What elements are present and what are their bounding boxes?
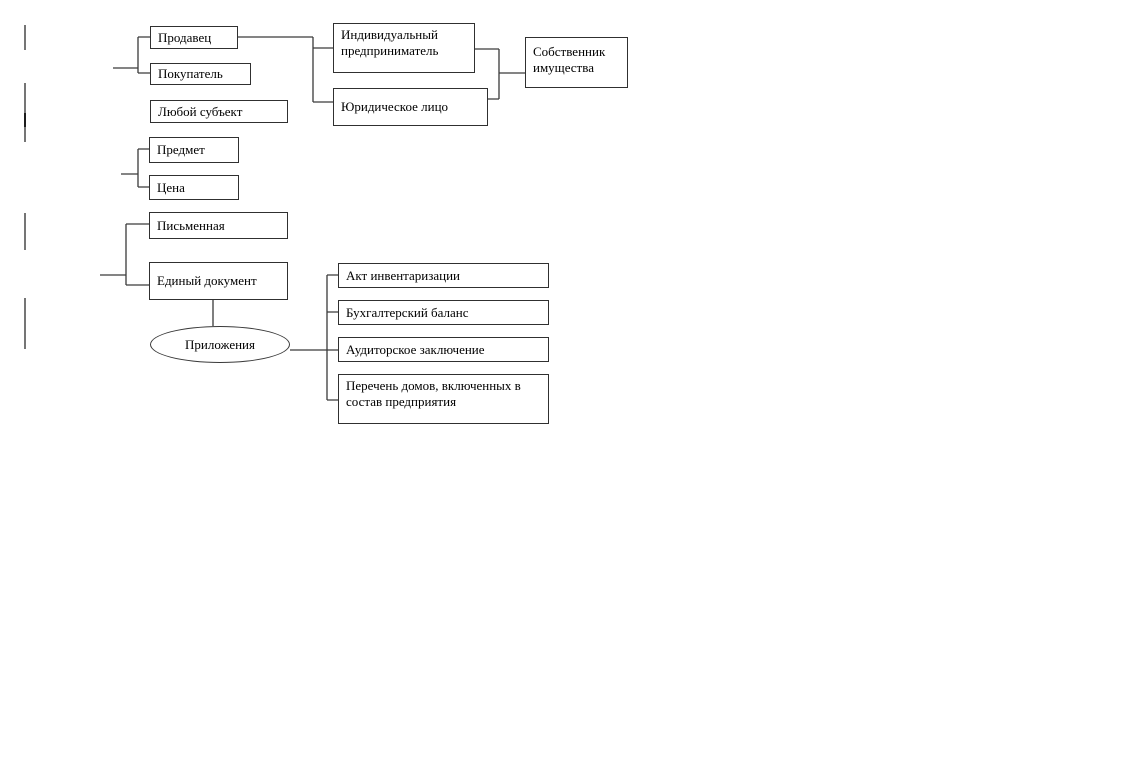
revision-bar-2-dark-segment (24, 113, 26, 127)
node-appendices-label: Приложения (185, 336, 255, 352)
node-audit-report-label: Аудиторское заключение (346, 341, 485, 357)
connector-parties-bracket (113, 36, 150, 74)
node-legal-entity-label: Юридическое лицо (341, 99, 449, 114)
node-inventory-act-label: Акт инвентаризации (346, 267, 461, 283)
node-subject-matter-label: Предмет (157, 142, 205, 157)
node-price: Цена (149, 175, 239, 200)
node-balance-sheet: Бухгалтерский баланс (338, 300, 549, 325)
connector-appendices-bracket (290, 274, 338, 401)
connector-terms-bracket (121, 148, 149, 188)
node-single-document-label: Единый документ (157, 273, 257, 288)
node-buyer-label: Покупатель (158, 66, 223, 81)
node-property-owner: Собственник имущества (525, 37, 628, 88)
node-seller-label: Продавец (158, 29, 212, 45)
node-audit-report: Аудиторское заключение (338, 337, 549, 362)
node-written-form: Письменная (149, 212, 288, 239)
node-subject-matter: Предмет (149, 137, 239, 163)
revision-bar-2 (24, 83, 26, 142)
node-appendices: Приложения (150, 326, 290, 363)
connector-seller-to-entity-types (238, 36, 333, 103)
node-property-owner-label: Собственник имущества (533, 44, 606, 75)
node-price-label: Цена (157, 179, 185, 195)
node-seller: Продавец (150, 26, 238, 49)
revision-bar-3 (24, 213, 26, 250)
node-house-list-label: Перечень домов, включенных в состав пред… (346, 378, 521, 409)
revision-bar-4 (24, 298, 26, 349)
node-individual-entrepreneur-label: Индивидуальный предприниматель (341, 27, 439, 58)
node-inventory-act: Акт инвентаризации (338, 263, 549, 288)
node-any-subject-label: Любой субъект (158, 103, 243, 119)
node-house-list: Перечень домов, включенных в состав пред… (338, 374, 549, 424)
node-balance-sheet-label: Бухгалтерский баланс (346, 304, 469, 320)
node-any-subject: Любой субъект (150, 100, 288, 123)
connector-form-bracket (100, 223, 149, 286)
node-individual-entrepreneur: Индивидуальный предприниматель (333, 23, 475, 73)
node-legal-entity: Юридическое лицо (333, 88, 488, 126)
node-written-form-label: Письменная (157, 217, 225, 233)
node-buyer: Покупатель (150, 63, 251, 85)
revision-bar-1 (24, 25, 26, 50)
node-single-document: Единый документ (149, 262, 288, 300)
